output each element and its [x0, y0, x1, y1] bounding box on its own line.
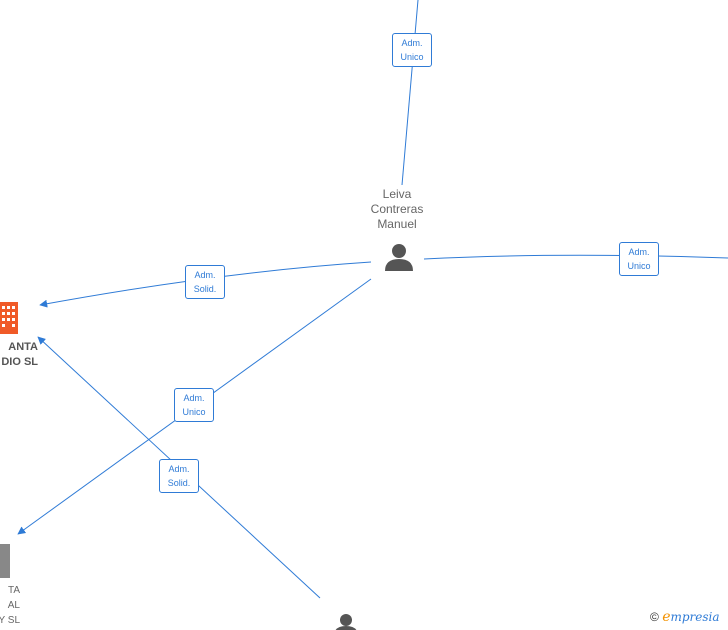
person-icon[interactable] [384, 242, 414, 272]
building-icon[interactable] [0, 542, 12, 578]
relation-badge-gray-company[interactable]: Adm. Unico [174, 388, 214, 422]
center-person-name[interactable]: Leiva Contreras Manuel [370, 187, 424, 231]
person-icon[interactable] [333, 612, 359, 630]
relation-badge-right[interactable]: Adm. Unico [619, 242, 659, 276]
gray-company-name[interactable]: TA AL Y SL [0, 585, 20, 626]
relation-badge-top[interactable]: Adm. Unico [392, 33, 432, 67]
building-icon[interactable] [0, 300, 20, 336]
edge-right [423, 254, 728, 260]
empresia-logo: © empresia [650, 609, 720, 625]
edge-top [401, 0, 419, 186]
relation-badge-bottom-person[interactable]: Adm. Solid. [159, 459, 199, 493]
red-company-name[interactable]: ANTA DIO SL [1, 341, 38, 368]
relation-badge-red-company[interactable]: Adm. Solid. [185, 265, 225, 299]
